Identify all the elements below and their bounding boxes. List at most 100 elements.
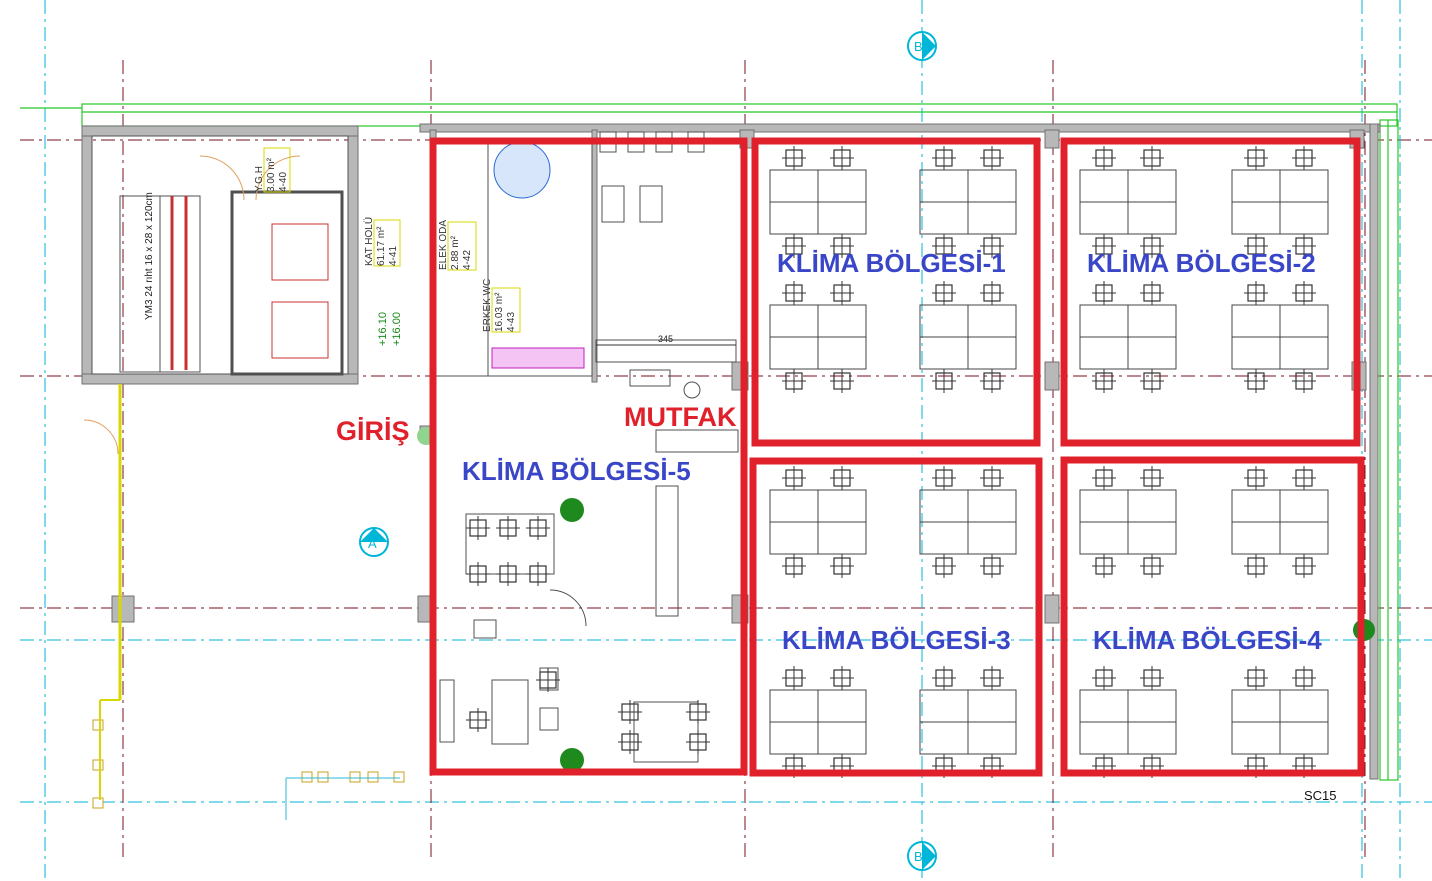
elek-oda-tag: ELEK ODA 2.88 m² 4-42 [438,220,473,270]
elek-oda-line-3: 4-42 [462,250,473,270]
office-chair [1092,234,1116,258]
zone-2-label: KLİMA BÖLGESİ-2 [1087,248,1316,278]
ygh-line-2: 3.00 m² [266,157,277,192]
office-chair [980,666,1004,690]
zone-1-label: KLİMA BÖLGESİ-1 [777,248,1006,278]
office-chair [782,234,806,258]
office-chair [1140,466,1164,490]
office-chair [526,516,550,540]
zone-outline-1 [751,137,1041,447]
office-chair [686,700,710,724]
office-chair [1092,146,1116,170]
desk-clusters [466,146,1329,778]
room-tags [263,147,521,333]
office-chair [1140,146,1164,170]
office-chair [932,234,956,258]
office-chair [782,281,806,305]
office-chair [1092,466,1116,490]
office-chair [1244,146,1268,170]
zone-3-label: KLİMA BÖLGESİ-3 [782,625,1011,655]
office-chair [1292,234,1316,258]
office-chair [618,730,642,754]
office-chair [830,146,854,170]
kat-holu-line-3: 4-41 [388,246,399,266]
office-chair [980,554,1004,578]
office-chair [1140,666,1164,690]
erkek-wc-line-2: 16.03 m² [494,292,505,332]
entrance-label: GİRİŞ [336,416,410,446]
level-marks: +16.10 +16.00 [377,312,403,346]
elek-oda-line-1: ELEK ODA [438,220,449,270]
office-chair [1092,369,1116,393]
plants [417,427,1375,772]
office-chair [782,146,806,170]
office-chair [536,668,560,692]
elek-oda-line-2: 2.88 m² [450,235,461,270]
office-chair [830,234,854,258]
office-chair [466,516,490,540]
office-chair [1292,554,1316,578]
office-chair [1292,146,1316,170]
office-chair [1140,554,1164,578]
office-chair [496,516,520,540]
office-chair [830,369,854,393]
zone-outline-4 [1060,456,1365,777]
office-chair [1292,666,1316,690]
office-chair [1244,234,1268,258]
grid-marker-left-text: A [368,536,377,551]
office-chair [782,369,806,393]
office-chair [980,234,1004,258]
office-chair [1244,554,1268,578]
stair-core [83,135,349,455]
office-chair [466,708,490,732]
grid-marker-top-text: B [914,39,923,54]
zone-5-label: KLİMA BÖLGESİ-5 [462,456,691,486]
office-chair [1292,466,1316,490]
erkek-wc-line-3: 4-43 [506,312,517,332]
office-chair [932,146,956,170]
office-chair [1244,281,1268,305]
office-chair [466,562,490,586]
office-chair [1092,281,1116,305]
office-chair [618,700,642,724]
office-chair [1140,281,1164,305]
office-chair [932,281,956,305]
office-chair [1140,234,1164,258]
grid-marker-bottom: B [907,841,937,871]
office-chair [830,281,854,305]
office-chair [932,369,956,393]
zone-outline-2 [1060,137,1361,447]
zone-outline-5 [429,137,748,776]
office-chair [1092,666,1116,690]
office-chair [686,730,710,754]
office-chair [526,562,550,586]
office-chair [782,466,806,490]
grid-marker-left: A [359,527,389,557]
dimension-345: 345 [658,334,673,344]
level-2: +16.00 [391,312,403,346]
kat-holu-line-1: KAT HOLÜ [363,217,375,266]
office-chair [1140,369,1164,393]
office-chair [932,554,956,578]
office-chair [980,146,1004,170]
office-chair [1244,369,1268,393]
office-chair [782,554,806,578]
kat-holu-tag: KAT HOLÜ 61.17 m² 4-41 [363,217,399,266]
service-rooms [435,131,739,763]
grid-marker-bottom-text: B [914,849,923,864]
office-chair [980,466,1004,490]
grid-marker-top: B [907,31,937,61]
kat-holu-line-2: 61.17 m² [376,226,387,266]
office-chair [1292,369,1316,393]
zone-4-label: KLİMA BÖLGESİ-4 [1093,625,1322,655]
office-chair [932,666,956,690]
erkek-wc-tag: ERKEK WC 16.03 m² 4-43 [482,279,517,332]
office-chair [1244,666,1268,690]
stair-text: YM3 24 rıht 16 x 28 x 120cm [144,192,155,320]
office-chair [782,666,806,690]
sheet-code: SC15 [1304,788,1337,803]
office-chair [830,666,854,690]
office-chair [830,466,854,490]
